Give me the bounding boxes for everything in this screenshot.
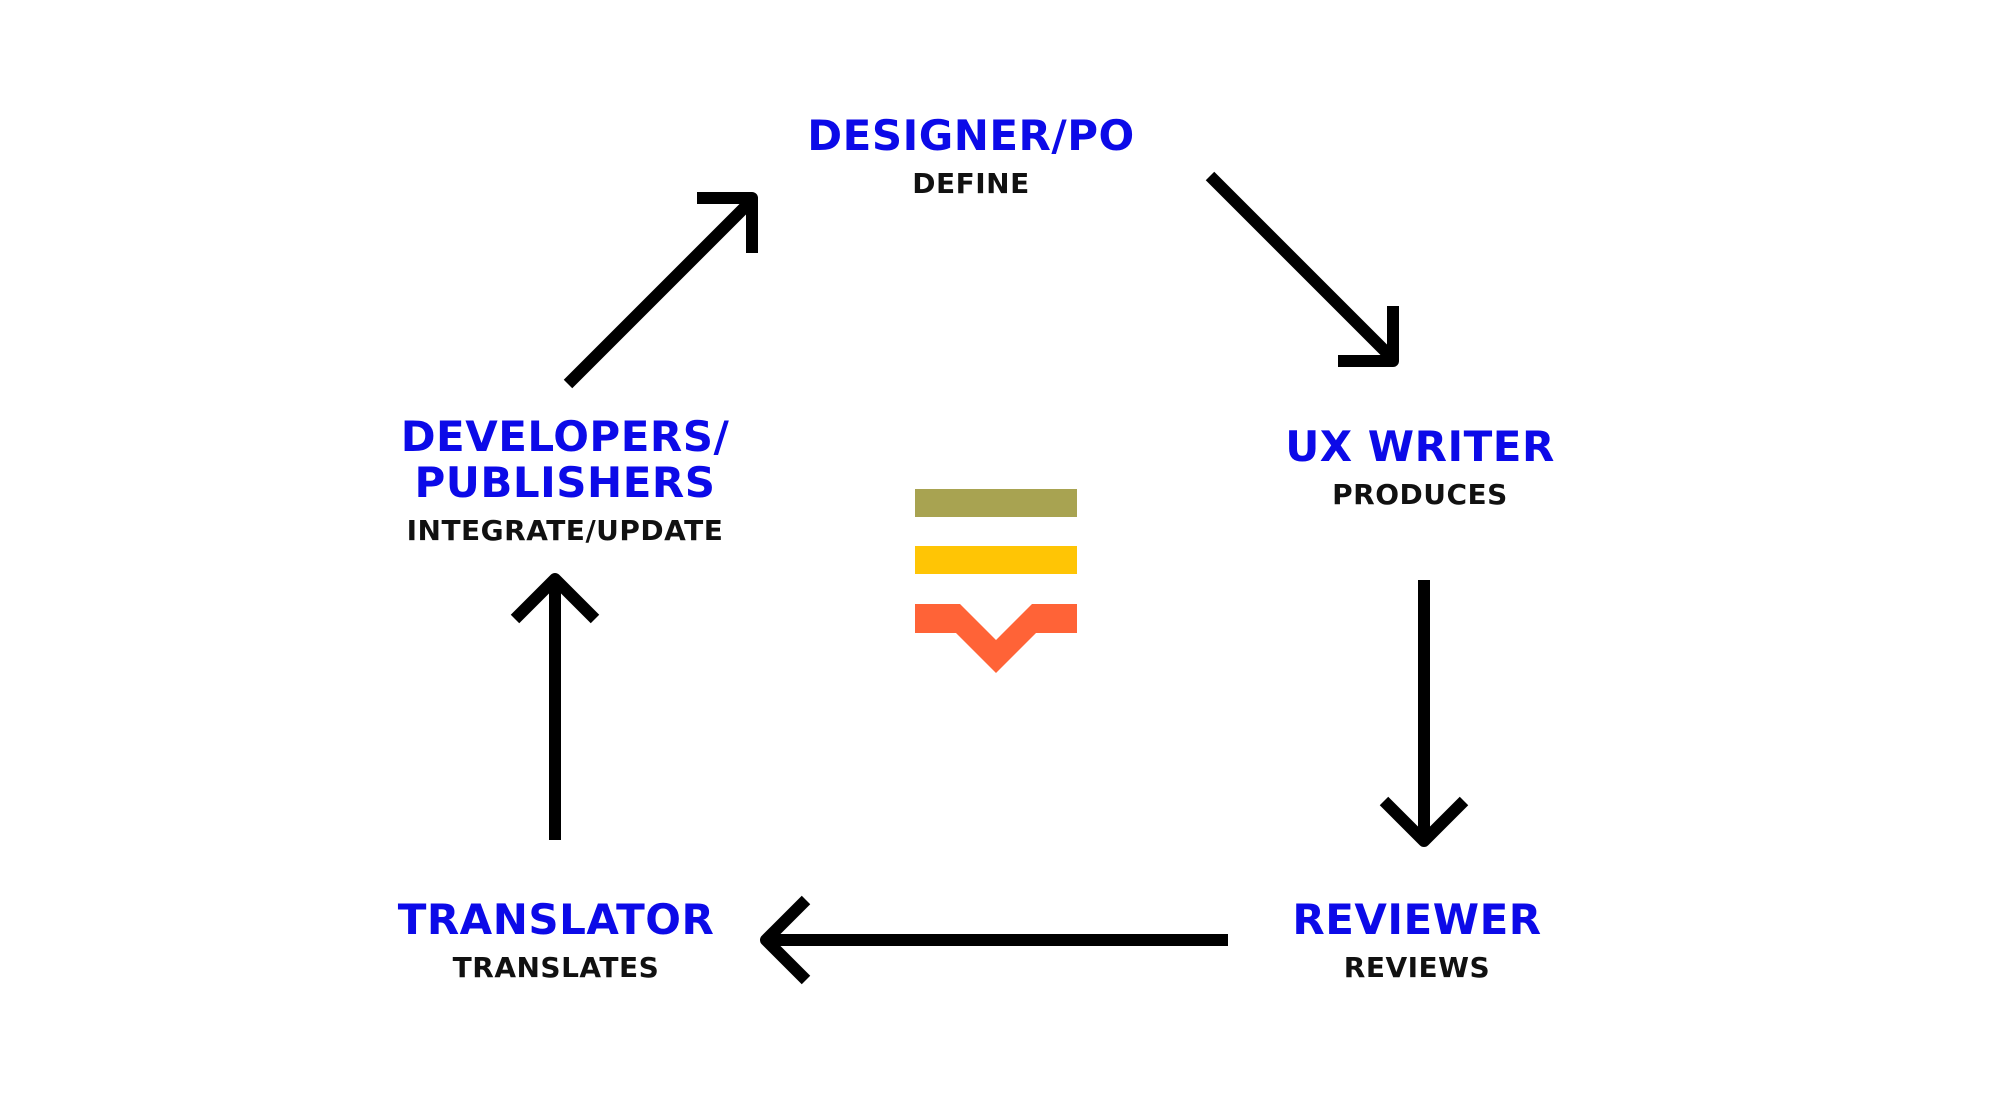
node-reviewer: REVIEWER REVIEWS (1292, 897, 1541, 985)
arrow-translator-to-developers (510, 573, 600, 840)
arrow-ux-writer-to-reviewer (1379, 580, 1469, 847)
action-translator: TRANSLATES (452, 951, 660, 984)
arrow-developers-to-designer (563, 192, 758, 389)
role-designer: DESIGNER/PO (807, 111, 1135, 160)
logo-bar-top (915, 489, 1077, 517)
logo-chevron (915, 604, 1077, 673)
role-developers-line2: PUBLISHERS (414, 458, 716, 507)
arrow-designer-to-ux-writer (1205, 171, 1399, 367)
action-designer: DEFINE (912, 167, 1030, 200)
role-ux-writer: UX WRITER (1285, 422, 1555, 471)
node-designer: DESIGNER/PO DEFINE (807, 113, 1134, 201)
stacked-bars-chevron-logo (915, 489, 1077, 673)
node-translator: TRANSLATOR TRANSLATES (398, 897, 715, 985)
node-ux-writer: UX WRITER PRODUCES (1285, 424, 1555, 512)
action-developers: INTEGRATE/UPDATE (406, 514, 724, 547)
role-developers: DEVELOPERS/ PUBLISHERS (401, 414, 730, 506)
action-ux-writer: PRODUCES (1332, 478, 1508, 511)
action-reviewer: REVIEWS (1343, 951, 1491, 984)
role-translator: TRANSLATOR (397, 895, 715, 944)
logo-bar-middle (915, 546, 1077, 574)
node-developers: DEVELOPERS/ PUBLISHERS INTEGRATE/UPDATE (401, 414, 730, 548)
role-reviewer: REVIEWER (1292, 895, 1542, 944)
arrow-reviewer-to-translator (760, 895, 1228, 985)
role-developers-line1: DEVELOPERS/ (400, 412, 730, 461)
